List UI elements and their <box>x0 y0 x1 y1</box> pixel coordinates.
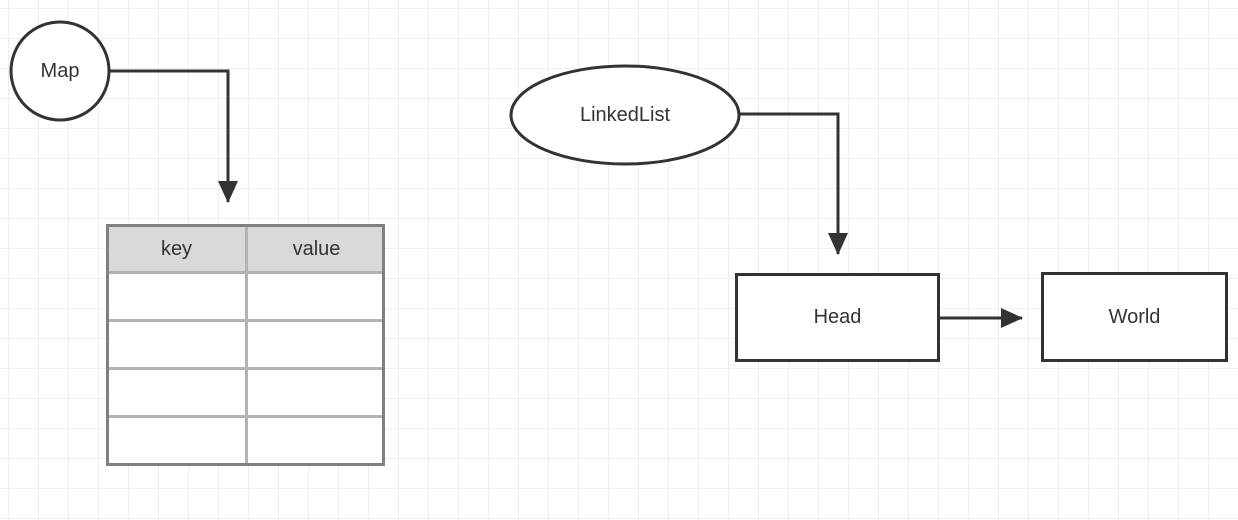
node-map-label: Map <box>40 60 80 82</box>
edge-map-to-table[interactable] <box>109 69 238 203</box>
table-header-key: key <box>160 238 193 260</box>
map-table[interactable] <box>106 224 385 466</box>
node-head-rect[interactable] <box>735 273 940 362</box>
node-head-label: Head <box>813 306 862 328</box>
node-world-rect[interactable] <box>1041 272 1228 362</box>
table-header-value: value <box>292 238 341 260</box>
node-linkedlist-label: LinkedList <box>579 104 671 126</box>
edge-linkedlist-to-head[interactable] <box>739 112 848 255</box>
node-world-label: World <box>1108 306 1161 328</box>
table-outer-border <box>106 224 385 466</box>
